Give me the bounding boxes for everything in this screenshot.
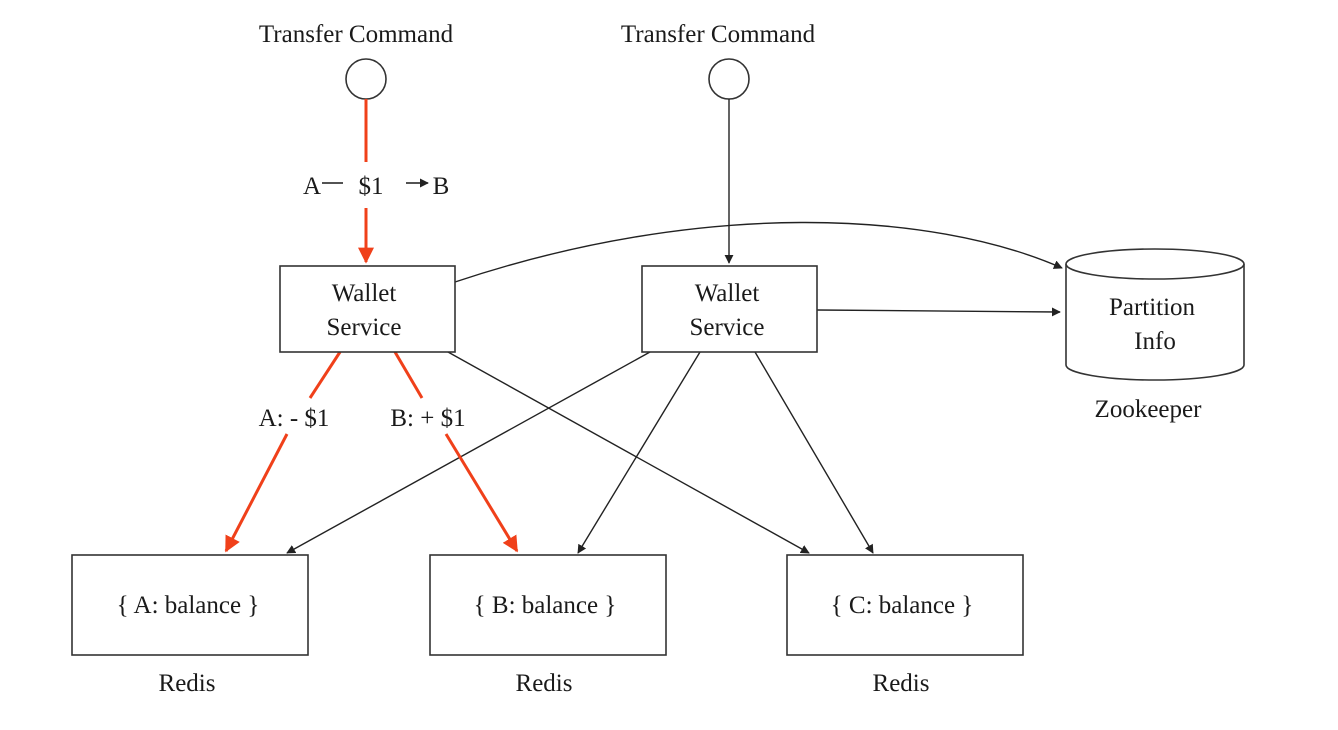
database-icon [1065,264,1245,381]
edge-service1-to-zookeeper [454,221,1063,283]
transfer-label: A $1 B [303,173,449,200]
transfer-command-label-2: Transfer Command [621,21,816,48]
wallet-service-2-line1: Wallet [695,280,760,307]
redis-node-a: { A: balance } Redis [71,554,309,697]
edge-service2-to-redis-a [286,351,651,554]
redis-b-box [429,554,667,656]
transfer-command-node-1 [345,58,387,100]
transfer-label-from: A [303,173,321,200]
zookeeper-line1: Partition [1109,294,1196,321]
redis-a-caption: Redis [159,670,216,697]
redis-node-c: { C: balance } Redis [786,554,1024,697]
edge-service1-to-redis-b-lower [444,433,519,553]
wallet-service-1-line1: Wallet [332,280,397,307]
wallet-service-1-line2: Service [327,314,402,341]
edge-service1-to-redis-a-lower [224,433,289,553]
redis-c-caption: Redis [873,670,930,697]
edge-label-credit: B: + $1 [390,405,465,432]
edge-service2-to-redis-b [577,351,701,554]
transfer-label-to: B [433,173,450,200]
edge-label-debit: A: - $1 [259,405,330,432]
database-top [1065,248,1245,280]
wallet-service-1: Wallet Service [279,265,456,353]
edge-service2-to-zookeeper [816,307,1061,317]
wallet-service-1-box [279,265,456,353]
wallet-service-2-line2: Service [690,314,765,341]
redis-c-content: { C: balance } [831,592,974,619]
transfer-command-node-2 [708,58,750,100]
redis-b-caption: Redis [516,670,573,697]
wallet-service-2: Wallet Service [641,265,818,353]
zookeeper-caption: Zookeeper [1095,396,1203,423]
edge-service1-to-redis-c [447,351,810,554]
edge-service1-to-redis-a-upper [308,351,342,399]
edge-service2-to-redis-c [754,351,874,554]
zookeeper-line2: Info [1134,328,1176,355]
edge-service1-to-redis-b-upper [393,351,424,399]
transfer-command-label-1: Transfer Command [259,21,454,48]
redis-a-box [71,554,309,656]
redis-a-content: { A: balance } [117,592,260,619]
zookeeper-database: Partition Info Zookeeper [1065,248,1245,423]
redis-b-content: { B: balance } [474,592,617,619]
transfer-label-amount: $1 [359,173,384,200]
redis-node-b: { B: balance } Redis [429,554,667,697]
wallet-service-2-box [641,265,818,353]
redis-c-box [786,554,1024,656]
